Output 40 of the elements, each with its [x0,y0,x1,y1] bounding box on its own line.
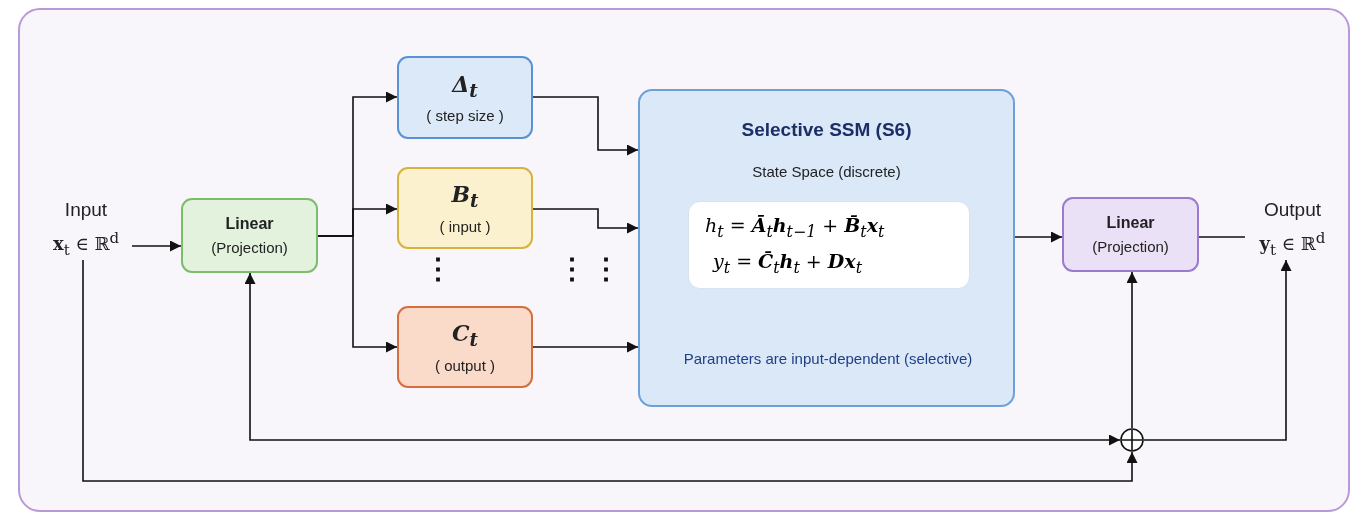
ellipsis: ⋮ [558,252,586,285]
symbol-label: Δ$_{t}$ [452,70,478,102]
symbol-label: B$_{t}$ [451,181,479,212]
symbol-label: C$_{t}$ [452,320,478,351]
note-text: Parameters are input-dependent (selective) [682,349,974,369]
block-subtitle: ( output ) [435,356,495,374]
block-title: Linear [225,215,274,233]
arrow [131,240,182,252]
block-title: Selective SSM (S6) [740,119,913,141]
block-subtitle: (Projection) [1092,238,1169,255]
math-expression: x$_{t}$ ∈ ℝ$^{d}$ [52,229,120,259]
equation-box [688,201,970,289]
math-expression: y$_{t}$ ∈ ℝ$^{d}$ [1259,229,1326,259]
sum-junction-icon [1120,428,1144,452]
arrow [317,235,398,353]
input-matrix-box [397,167,533,249]
arrow [1126,271,1138,429]
arrow [532,208,639,234]
arrow [82,259,1138,482]
arrow [1143,259,1292,441]
block-subtitle: State Space (discrete) [751,163,902,180]
node-label: Input [64,199,108,222]
equation: y$_{t}$ = C̄$_{t}$h$_{t}$ + Dx$_{t}$ [713,250,862,277]
arrow [532,341,639,353]
ellipsis: ⋮ [424,252,452,285]
arrow [532,96,639,156]
block-subtitle: (Projection) [211,239,288,256]
step-size-box [397,56,533,139]
output-matrix-box [397,306,533,388]
block-subtitle: ( input ) [439,217,491,235]
linear-projection-box [181,198,318,273]
node-label: Output [1263,199,1321,222]
block-subtitle: ( step size ) [426,107,504,125]
equation: h$_{t}$ = Ā$_{t}$h$_{t−1}$ + B̄$_{t}$x$_{t}$ [705,214,885,241]
linear-projection-box [1062,197,1199,272]
arrow [1014,231,1063,243]
block-title: Linear [1106,214,1155,232]
selective-ssm-box [638,89,1015,407]
arrow [244,272,1121,446]
ellipsis: ⋮ [592,252,620,285]
